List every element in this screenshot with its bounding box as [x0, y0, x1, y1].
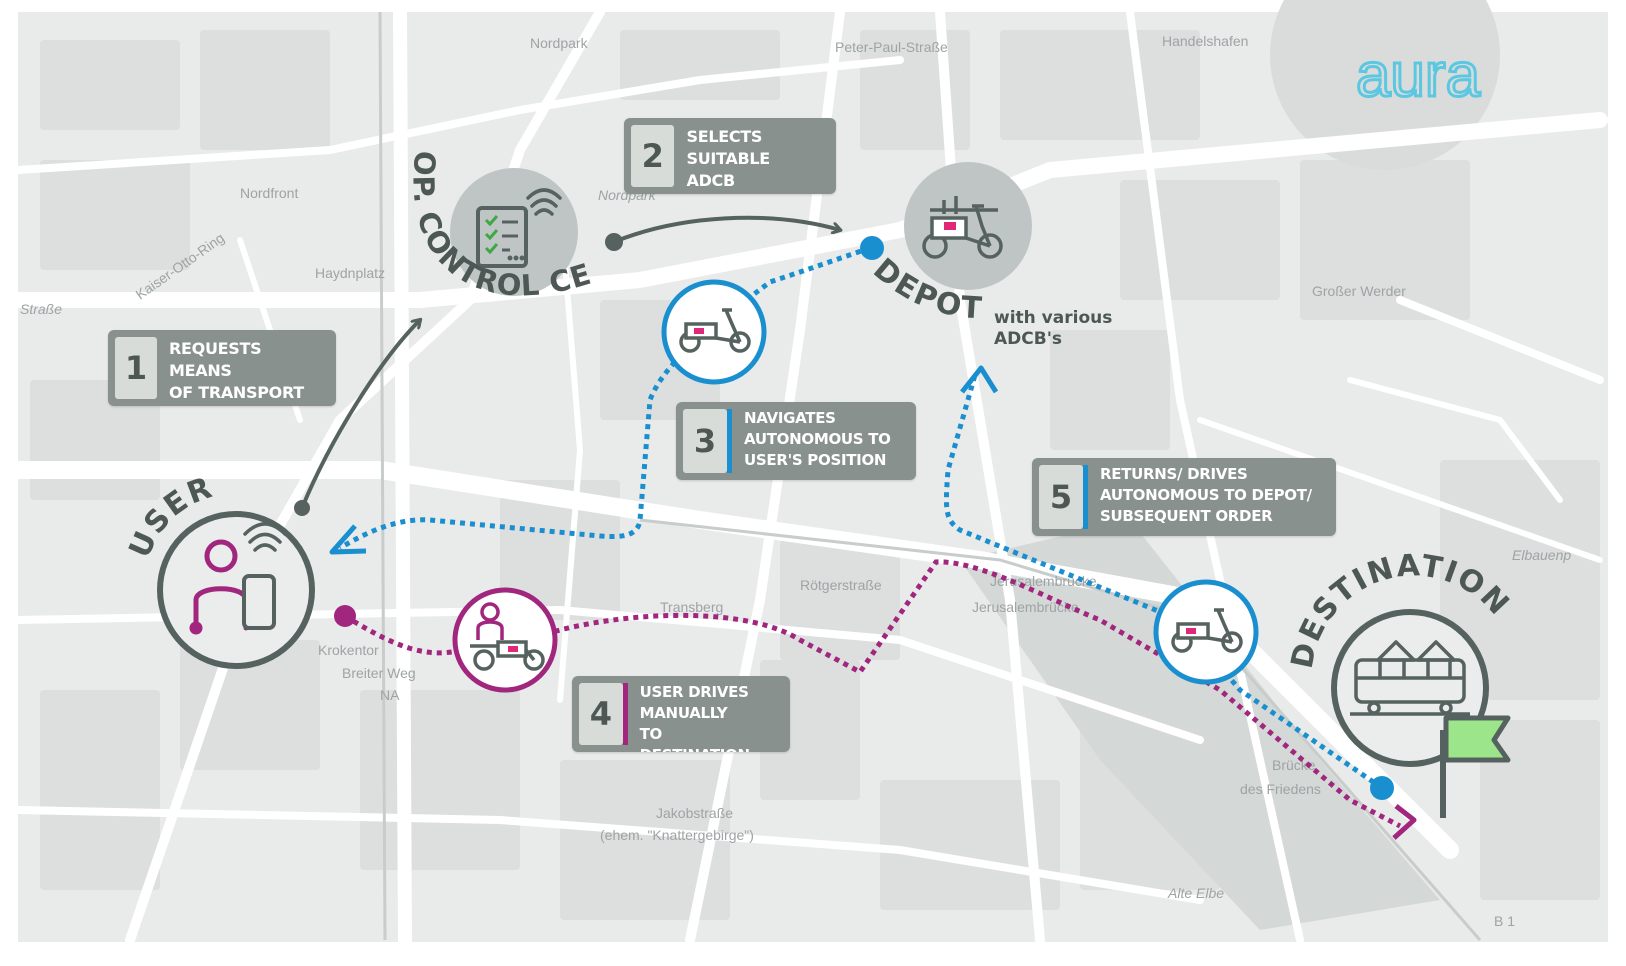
destination-node [1331, 609, 1511, 818]
cargo-bikes-icon [922, 196, 1003, 259]
map-label: Rötgerstraße [800, 577, 882, 593]
step-4-accent-bar [622, 683, 628, 745]
checklist-wifi-icon [476, 188, 562, 268]
cargo-bike-icon [679, 308, 751, 353]
aura-logo: aura [1356, 41, 1481, 110]
map-label: Straße [20, 301, 62, 317]
map-label: Krokentor [318, 642, 379, 658]
user-on-cargo-bike-icon [470, 602, 545, 671]
step-5-text: RETURNS/ DRIVES AUTONOMOUS TO DEPOT/ SUB… [1100, 465, 1312, 525]
map-label: NA [380, 687, 400, 703]
flag-icon [1440, 715, 1511, 818]
map-label: Haydnplatz [315, 265, 385, 281]
step-2-box: 2 SELECTS SUITABLE ADCB [624, 118, 836, 194]
request-start-dot [294, 500, 310, 516]
step-5-box: 5 RETURNS/ DRIVES AUTONOMOUS TO DEPOT/ S… [1032, 458, 1336, 536]
wifi-icon [243, 522, 287, 552]
route-return-arrowhead [960, 365, 999, 394]
step-2-text: SELECTS SUITABLE ADCB [686, 127, 770, 190]
cargo-bike-icon [1171, 608, 1243, 653]
step-1-number: 1 [115, 337, 157, 399]
route-depot-to-user [338, 245, 871, 551]
bike-icon-user-ride [452, 587, 558, 693]
map-label: Nordfront [240, 185, 298, 201]
step-3-box: 3 NAVIGATES AUTONOMOUS TO USER'S POSITIO… [676, 402, 916, 480]
map-label: Großer Werder [1312, 283, 1406, 299]
select-arrow [613, 215, 840, 244]
map-label: Elbauenp [1512, 547, 1571, 563]
rail-lines [378, 11, 1482, 941]
map-label: Jakobstraße [656, 805, 733, 821]
step-5-number: 5 [1039, 465, 1083, 529]
route-user-to-destination-arrowhead [1392, 804, 1417, 840]
step-3-text: NAVIGATES AUTONOMOUS TO USER'S POSITION [744, 409, 891, 469]
map-label: Transberg [660, 599, 723, 615]
step-4-text: USER DRIVES MANUALLY TO DESTINATION [639, 683, 750, 752]
control-centre-node [450, 168, 578, 296]
depot-node [904, 162, 1032, 290]
route-user-to-destination [343, 559, 1402, 829]
step-3-accent-bar [727, 409, 732, 473]
map-label: Handelshafen [1162, 33, 1248, 49]
map-label: Nordpark [530, 35, 589, 51]
map-label: B 1 [1494, 913, 1515, 929]
map-label: Brücke [1272, 757, 1316, 773]
depot-dot [860, 236, 884, 260]
phone-icon [242, 574, 276, 630]
map-label: (ehem. "Knattergebirge") [600, 827, 754, 843]
step-4-number: 4 [579, 683, 623, 745]
destination-blue-dot [1370, 776, 1394, 800]
map-label: Breiter Weg [342, 665, 416, 681]
step-3-number: 3 [683, 409, 727, 473]
user-node [157, 511, 315, 669]
bike-icon-autonomous-2 [1153, 579, 1259, 685]
step-4-box: 4 USER DRIVES MANUALLY TO DESTINATION [572, 676, 790, 752]
route-depot-to-user-arrowhead [329, 524, 367, 555]
select-start-dot [605, 233, 623, 251]
route-return-to-depot [943, 374, 1384, 791]
step-1-text: REQUESTS MEANS OF TRANSPORT [169, 339, 304, 402]
user-start-dot [334, 605, 356, 627]
step-5-accent-bar [1083, 465, 1088, 529]
map-label: des Friedens [1240, 781, 1321, 797]
bike-icon-autonomous-1 [661, 279, 767, 385]
tram-icon [1350, 640, 1470, 716]
step-1-box: 1 REQUESTS MEANS OF TRANSPORT [108, 330, 336, 406]
step-2-number: 2 [631, 125, 675, 187]
map-label: Alte Elbe [1167, 885, 1224, 901]
river [960, 520, 1440, 930]
map-label: Peter-Paul-Straße [835, 39, 948, 55]
map-label: Jerusalembrücke [972, 599, 1079, 615]
depot-note: with various ADCB's [994, 308, 1113, 349]
request-arrow [300, 320, 420, 509]
